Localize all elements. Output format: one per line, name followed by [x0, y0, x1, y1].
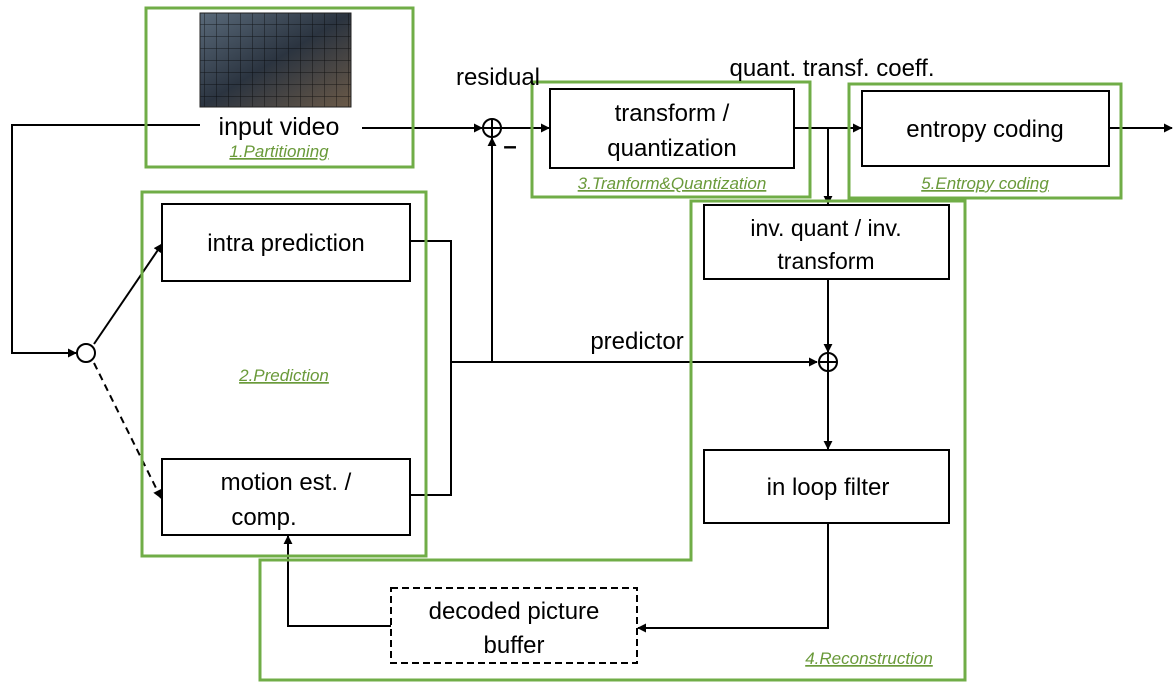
stage-box-reconstruction	[258, 199, 967, 682]
stage-label-prediction: 2.Prediction	[238, 366, 329, 385]
transform-label-2: quantization	[607, 135, 736, 162]
motion-label-2: comp.	[231, 504, 296, 531]
stage-label-reconstruction: 4.Reconstruction	[805, 649, 933, 668]
motion-estimation-block	[161, 458, 411, 536]
stage-label-transform: 3.Tranform&Quantization	[578, 174, 767, 193]
input-loop-line	[11, 124, 200, 358]
motion-label-1: motion est. /	[221, 469, 352, 496]
filter-to-dpb-arrow	[637, 523, 829, 633]
split-to-intra-arrow	[93, 243, 163, 345]
stage-box-prediction	[140, 190, 428, 558]
stage-label-partitioning: 1.Partitioning	[229, 142, 329, 161]
residual-label: residual	[456, 64, 540, 91]
stage-box-partitioning	[144, 6, 415, 169]
inverse-transform-block	[703, 204, 950, 280]
decoded-picture-buffer-block	[390, 587, 638, 664]
intra-label: intra prediction	[207, 230, 364, 257]
quant-coeff-label: quant. transf. coeff.	[729, 55, 934, 82]
stage-boxes	[140, 6, 1123, 682]
dpb-to-motion-arrow	[283, 535, 391, 627]
transform-label-1: transform /	[615, 100, 730, 127]
entropy-label: entropy coding	[906, 116, 1063, 143]
minus-sign: –	[503, 133, 516, 160]
intra-output-line	[410, 240, 452, 496]
dpb-label-2: buffer	[484, 632, 545, 659]
entropy-coding-block	[861, 90, 1110, 167]
residual-adder	[482, 118, 502, 138]
input-video-label: input video	[219, 113, 340, 141]
loop-filter-label: in loop filter	[767, 474, 890, 501]
predictor-label: predictor	[590, 328, 683, 355]
connections	[11, 123, 1173, 633]
inverse-label-1: inv. quant / inv.	[750, 215, 901, 241]
stage-label-entropy: 5.Entropy coding	[921, 174, 1049, 193]
reconstruction-adder	[818, 352, 838, 372]
stage-box-entropy	[847, 82, 1123, 200]
video-thumbnail	[199, 12, 352, 108]
transform-quantization-block	[549, 88, 795, 169]
intra-prediction-block	[161, 203, 411, 282]
split-to-motion-arrow	[93, 362, 162, 499]
dpb-label-1: decoded picture	[429, 598, 600, 625]
inverse-label-2: transform	[777, 248, 874, 274]
stage-box-transform	[530, 80, 812, 199]
split-node	[76, 343, 96, 363]
in-loop-filter-block	[703, 449, 950, 524]
